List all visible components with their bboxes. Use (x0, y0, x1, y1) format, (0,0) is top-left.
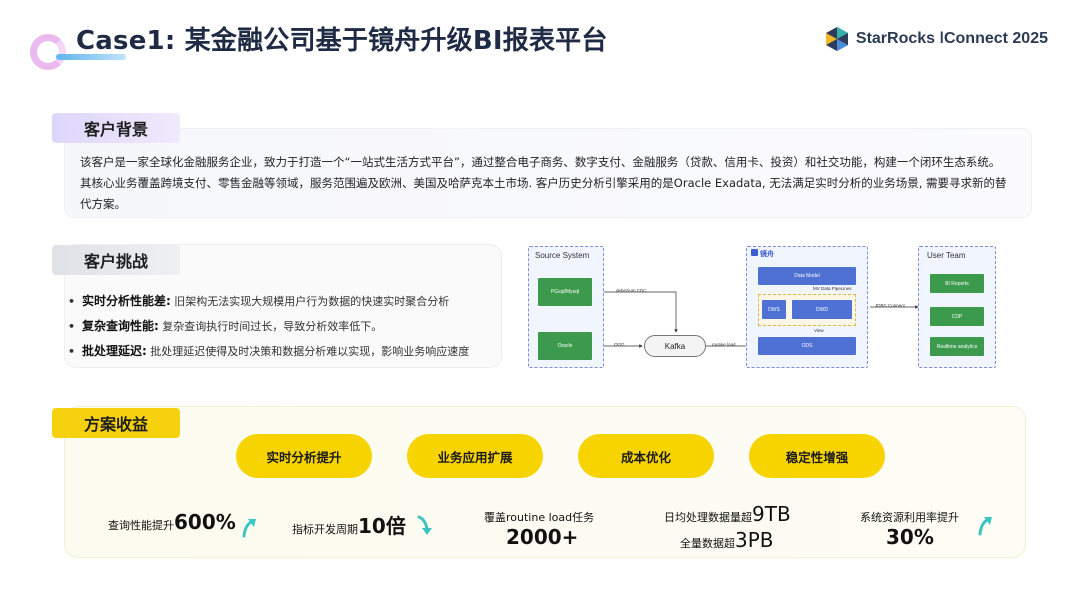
decorative-dash (56, 54, 126, 60)
view-label: View (814, 328, 824, 333)
background-panel (64, 128, 1032, 218)
source-oracle: Oracle (538, 332, 592, 360)
ods-box: ODS (758, 337, 856, 355)
user-team-label: User Team (927, 251, 966, 260)
metric-label: 全量数据超 (680, 537, 735, 550)
challenge-list: •实时分析性能差: 旧架构无法实现大规模用户行为数据的快速实时聚合分析 •复杂查… (68, 289, 508, 364)
section-label-benefits: 方案收益 (52, 408, 181, 438)
page-title: Case1: 某金融公司基于镜舟升级BI报表平台 (76, 26, 608, 56)
dwd-box: DWD (792, 300, 852, 319)
benefit-panel (64, 406, 1026, 558)
link-jdbc-label: JDBC Connect (875, 303, 905, 308)
source-pgsql: PGsql/Mysql (538, 278, 592, 306)
trend-up-icon (978, 517, 992, 536)
metric-resource-value: 30% (886, 525, 934, 549)
metric-total-data: 全量数据超3PB (680, 528, 774, 552)
benefit-pill-stability: 稳定性增强 (749, 434, 885, 478)
mv-pipelines-label: MV Data PipeLines (813, 286, 852, 291)
brand-text: StarRocks ǀConnect 2025 (855, 30, 1048, 47)
data-model-box: Data Model (758, 267, 856, 285)
metric-label: 查询性能提升 (108, 519, 174, 532)
metric-dev-cycle: 指标开发周期10倍 (292, 510, 406, 539)
dws-box: DWS (762, 300, 786, 319)
link-routine-label: routine load (712, 342, 736, 347)
metric-label: 日均处理数据量超 (664, 511, 752, 524)
link-cdc-label: debezium CDC (616, 288, 647, 293)
user-cdp: CDP (930, 307, 984, 326)
metric-daily-data: 日均处理数据量超9TB (664, 502, 791, 526)
list-item: •实时分析性能差: 旧架构无法实现大规模用户行为数据的快速实时聚合分析 (68, 294, 450, 308)
section-label-challenges: 客户挑战 (52, 245, 181, 275)
user-bi-reports: BI Reports (930, 274, 984, 293)
metric-value: 9TB (752, 502, 791, 526)
decorative-ring-icon (30, 34, 66, 70)
engine-icon (751, 249, 758, 256)
trend-down-icon (417, 515, 432, 535)
metric-resource-label: 系统资源利用率提升 (860, 511, 959, 524)
user-realtime-analytics: Realtime analytics (930, 337, 984, 356)
engine-label: 镜舟 (760, 251, 774, 258)
benefit-pill-expansion: 业务应用扩展 (407, 434, 543, 478)
metric-routine-label: 覆盖routine load任务 (484, 511, 595, 524)
metric-query-performance: 查询性能提升600% (108, 510, 236, 534)
metric-label: 指标开发周期 (292, 523, 358, 536)
list-item: •复杂查询性能: 复杂查询执行时间过长，导致分析效率低下。 (68, 319, 383, 333)
metric-value: 3PB (735, 528, 774, 552)
metric-value: 10倍 (358, 514, 406, 538)
metric-routine-value: 2000+ (506, 525, 579, 549)
background-text: 该客户是一家全球化金融服务企业，致力于打造一个“一站式生活方式平台”，通过整合电… (80, 155, 1007, 211)
source-system-label: Source System (535, 251, 590, 260)
benefit-pill-realtime: 实时分析提升 (236, 434, 372, 478)
starrocks-logo-icon (825, 27, 848, 51)
brand-logo: StarRocks ǀConnect 2025 (824, 24, 1048, 54)
section-label-background: 客户背景 (52, 113, 181, 143)
kafka-node: Kafka (644, 335, 706, 357)
architecture-diagram: Source System PGsql/Mysql Oracle debeziu… (526, 244, 1002, 370)
benefit-pill-cost: 成本优化 (578, 434, 714, 478)
metric-value: 600% (174, 510, 236, 534)
link-ogg-label: OGG (614, 342, 625, 347)
trend-up-icon (242, 519, 256, 538)
list-item: •批处理延迟: 批处理延迟使得及时决策和数据分析难以实现，影响业务响应速度 (68, 344, 470, 358)
